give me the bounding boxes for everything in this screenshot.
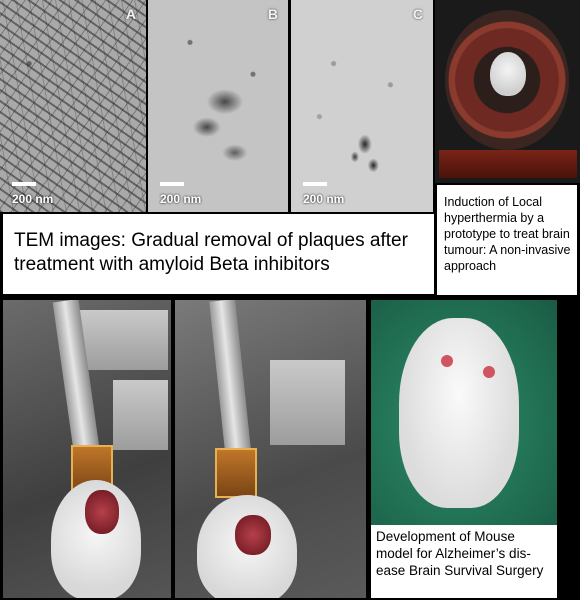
panel-letter-c: C	[412, 6, 423, 22]
tem-image-a: A 200 nm	[0, 0, 146, 212]
scale-bar	[303, 182, 327, 186]
surgical-site	[85, 490, 119, 534]
stereotaxic-frame	[270, 360, 345, 445]
panel-letter-b: B	[267, 6, 278, 22]
tem-image-b: B 200 nm	[148, 0, 288, 212]
head-holder	[215, 448, 257, 498]
stereotaxic-arm	[113, 380, 168, 450]
stereotaxic-rod	[209, 300, 251, 451]
mouse-in-device	[490, 52, 526, 96]
tem-caption: TEM images: Gradual removal of plaques a…	[3, 214, 434, 294]
scale-bar	[160, 182, 184, 186]
scale-label: 200 nm	[12, 192, 54, 206]
surgical-site	[235, 515, 271, 555]
mouse-body	[399, 318, 519, 508]
hyperthermia-device-photo	[435, 0, 580, 183]
mouse-eye	[441, 355, 453, 367]
stereotaxic-surgery-photo-2	[175, 300, 366, 598]
scale-label: 200 nm	[303, 192, 345, 206]
device-base	[439, 150, 577, 178]
mouse-model-caption: Development of Mouse model for Alzheimer…	[371, 525, 557, 598]
stereotaxic-surgery-photo-1	[3, 300, 171, 598]
scale-bar	[12, 182, 36, 186]
hyperthermia-caption: Induction of Local hyperthermia by a pro…	[437, 185, 577, 295]
tem-image-c: C 200 nm	[291, 0, 433, 212]
mouse-model-photo	[371, 300, 557, 525]
stereotaxic-frame	[73, 310, 168, 370]
panel-letter-a: A	[125, 6, 136, 22]
mouse-eye	[483, 366, 495, 378]
scale-label: 200 nm	[160, 192, 202, 206]
